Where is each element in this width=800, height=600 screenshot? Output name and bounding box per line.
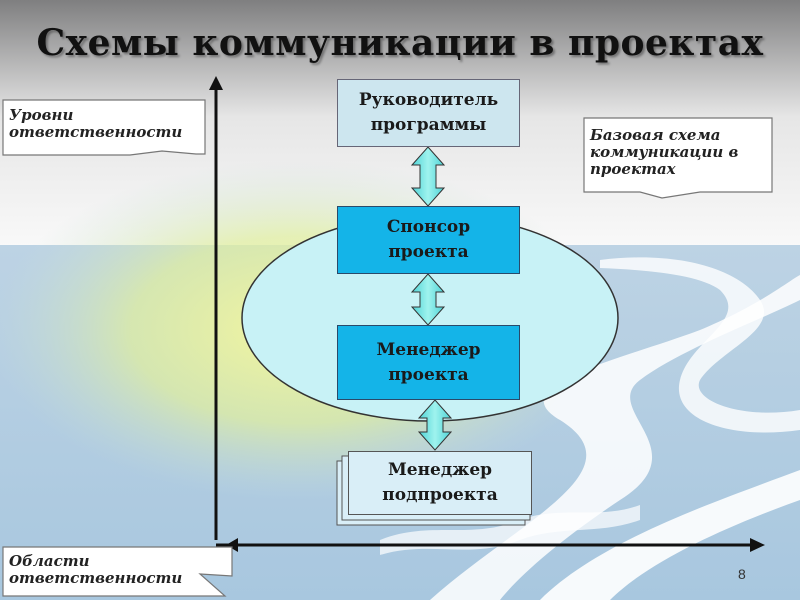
callout-base-scheme-text: Базовая схема коммуникации в проектах — [590, 126, 739, 178]
subproject-manager-box: Менеджер подпроекта — [348, 451, 532, 515]
callout-areas-text: Области ответственности — [9, 552, 183, 587]
callout-levels-text: Уровни ответственности — [9, 106, 183, 141]
program-manager-box: Руководитель программы — [337, 79, 520, 147]
project-manager-box: Менеджер проекта — [337, 325, 520, 400]
subproject-manager-label: Менеджер подпроекта — [382, 460, 498, 505]
project-manager-label: Менеджер проекта — [376, 339, 481, 385]
callout-areas: Области ответственности — [9, 553, 231, 587]
vertical-axis-arrowhead — [209, 76, 223, 90]
slide-title: Схемы коммуникации в проектах — [36, 22, 764, 64]
double-arrow-top — [410, 146, 446, 207]
horizontal-axis-arrowhead — [750, 538, 765, 552]
callout-areas-shape — [2, 546, 233, 597]
sponsor-label: Спонсор проекта — [386, 217, 471, 262]
callout-levels: Уровни ответственности — [9, 107, 204, 141]
double-arrow-bottom — [417, 399, 453, 451]
program-manager-label: Руководитель программы — [358, 90, 499, 135]
horizontal-axis-tail-arrowhead — [226, 538, 238, 552]
page-number: 8 — [738, 566, 746, 582]
sponsor-box: Спонсор проекта — [337, 206, 520, 274]
callout-base-scheme-shape — [583, 117, 773, 199]
callout-base-scheme: Базовая схема коммуникации в проектах — [590, 127, 770, 178]
callout-levels-shape — [2, 99, 206, 156]
